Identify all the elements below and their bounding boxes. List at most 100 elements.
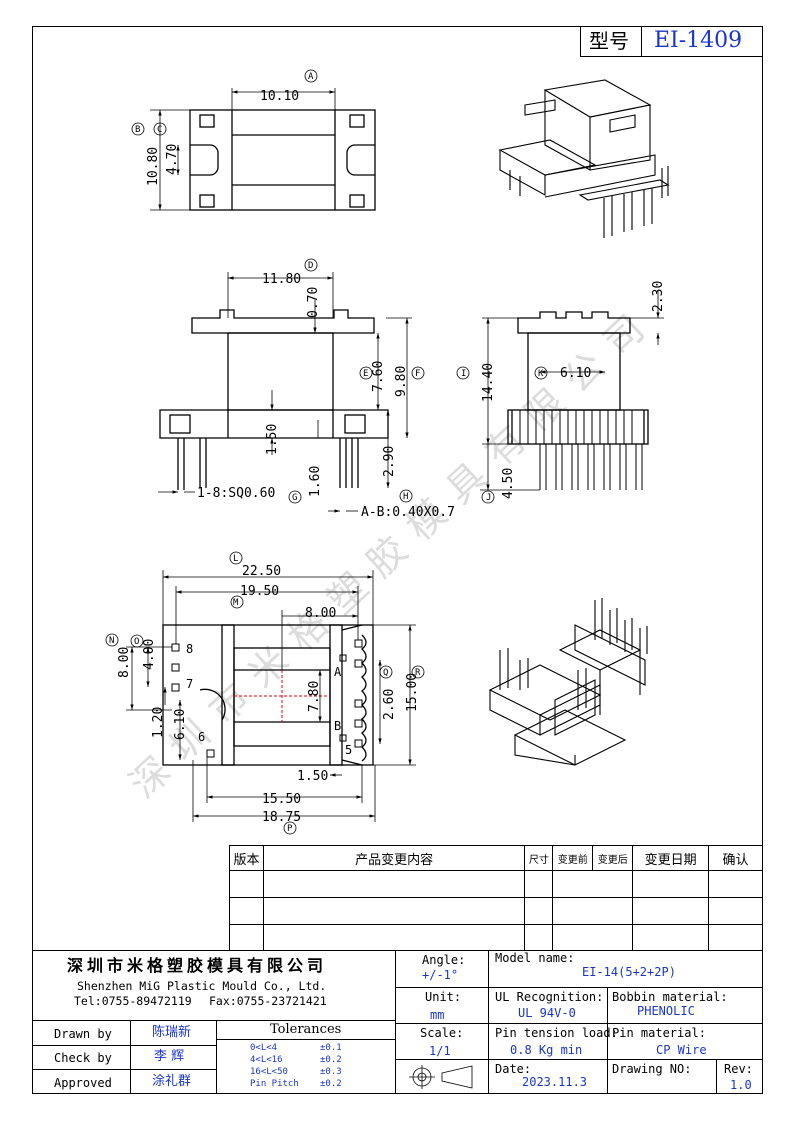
- dim-win: 7.80: [307, 681, 322, 712]
- scale-value: 1/1: [429, 1044, 451, 1058]
- rev-header-date: 变更日期: [632, 845, 710, 871]
- top-view: [189, 109, 376, 211]
- dim-flange: 0.70: [306, 287, 321, 318]
- pin-label-6: 6: [198, 730, 205, 744]
- rev-row: [229, 870, 763, 898]
- svg-text:K: K: [538, 369, 544, 379]
- drawing-frame: [32, 26, 763, 1094]
- dim-slot: 1.50: [297, 769, 328, 784]
- company-fax: Fax:0755-23721421: [209, 994, 327, 1008]
- svg-text:A: A: [308, 72, 314, 82]
- title-block: 深圳市米格塑胶模具有限公司 Shenzhen MiG Plastic Mould…: [32, 950, 763, 1094]
- svg-text:H: H: [403, 492, 408, 502]
- date-value: 2023.11.3: [522, 1075, 588, 1089]
- type-label: 型号: [589, 29, 629, 53]
- svg-text:P: P: [287, 824, 293, 834]
- bobbin-material-value: PHENOLIC: [637, 1004, 695, 1018]
- dim-i: 14.40: [481, 363, 496, 402]
- rev-header-dimension: 尺寸: [524, 845, 554, 871]
- company-name-en: Shenzhen MiG Plastic Mould Co., Ltd.: [77, 979, 327, 993]
- dim-w1: 15.50: [262, 792, 301, 807]
- projection-symbol: [409, 1065, 473, 1089]
- tol-range-0: 0<L<4: [250, 1043, 278, 1053]
- rev-label: Rev:: [724, 1062, 753, 1076]
- callout-g: G: [288, 490, 302, 504]
- dim-k: 6.10: [560, 366, 591, 381]
- callout-h: H: [399, 489, 413, 503]
- model-name-value: EI-14(5+2+2P): [582, 965, 676, 979]
- approved-name: 涂礼群: [152, 1074, 192, 1089]
- tol-value-0: ±0.1: [320, 1043, 342, 1053]
- company-name-cn: 深圳市米格塑胶模具有限公司: [67, 956, 328, 975]
- model-number: EI-1409: [654, 28, 743, 53]
- tol-range-3: Pin Pitch: [250, 1079, 299, 1089]
- svg-text:Q: Q: [383, 668, 388, 678]
- tol-range-1: 4<L<16: [250, 1055, 283, 1065]
- dim-p2: 6.10: [173, 709, 188, 740]
- scale-label: Scale:: [420, 1026, 464, 1040]
- approved-label: Approved: [54, 1076, 112, 1090]
- tol-range-2: 16<L<50: [250, 1067, 288, 1077]
- angle-label: Angle:: [422, 953, 466, 967]
- unit-label: Unit:: [425, 990, 462, 1004]
- svg-text:C: C: [157, 125, 162, 135]
- tolerances-title: Tolerances: [270, 1022, 342, 1037]
- svg-text:B: B: [135, 125, 140, 135]
- dim-base: 1.50: [265, 424, 280, 455]
- callout-q: Q: [379, 665, 393, 679]
- dim-e: 7.60: [371, 361, 386, 392]
- pin-material-value: CP Wire: [656, 1043, 707, 1057]
- dim-p1: 1.20: [151, 707, 166, 738]
- tol-value-1: ±0.2: [320, 1055, 342, 1065]
- rev-header-after: 变更后: [592, 845, 634, 871]
- bobbin-material-label: Bobbin material:: [612, 990, 728, 1004]
- tol-value-2: ±0.3: [320, 1067, 342, 1077]
- revision-table: 版本 产品变更内容 尺寸 变更前 变更后 变更日期 确认: [229, 845, 763, 951]
- svg-text:L: L: [233, 554, 238, 564]
- dim-r: 15.00: [405, 673, 420, 712]
- pin-label-8: 8: [186, 642, 193, 656]
- check-by-name: 李 辉: [154, 1049, 185, 1064]
- model-name-label: Model name:: [495, 951, 575, 965]
- rev-header-before: 变更前: [552, 845, 594, 871]
- callout-o: O: [130, 634, 144, 648]
- pin-label-7: 7: [186, 677, 193, 691]
- front-view: [159, 309, 389, 490]
- dim-pin-spec: 1-8:SQ0.60: [197, 486, 275, 501]
- callout-r: R: [411, 665, 425, 679]
- callout-n: N: [105, 633, 119, 647]
- callout-m: M: [230, 595, 244, 609]
- date-label: Date:: [495, 1062, 532, 1076]
- technical-drawing: 深圳市米格塑胶模具有限公司: [105, 69, 670, 835]
- callout-c: C: [153, 122, 167, 136]
- callout-k: K: [534, 366, 548, 380]
- callout-b: B: [131, 122, 145, 136]
- svg-text:I: I: [461, 369, 466, 379]
- callout-p: P: [283, 821, 297, 835]
- svg-text:D: D: [308, 261, 313, 271]
- dim-m: 19.50: [240, 584, 279, 599]
- dim-o: 4.00: [142, 639, 157, 670]
- dim-l: 22.50: [242, 564, 281, 579]
- svg-text:F: F: [415, 369, 420, 379]
- svg-text:J: J: [486, 493, 491, 503]
- isometric-view-bottom: [488, 598, 648, 766]
- ul-label: UL Recognition:: [495, 990, 604, 1004]
- svg-text:E: E: [363, 369, 368, 379]
- svg-text:N: N: [109, 636, 114, 646]
- angle-value: +/-1°: [422, 968, 459, 982]
- callout-i: I: [456, 366, 470, 380]
- dim-g: 1.60: [308, 466, 323, 497]
- rev-row: [229, 924, 763, 951]
- callout-a: A: [304, 69, 318, 83]
- callout-l: L: [229, 551, 243, 565]
- dim-top-gap: 2.30: [651, 281, 666, 312]
- svg-text:O: O: [134, 637, 139, 647]
- callout-f: F: [411, 366, 425, 380]
- drawn-by-name: 陈瑞新: [152, 1025, 192, 1040]
- tension-value: 0.8 Kg min: [510, 1043, 583, 1057]
- dim-n: 8.00: [117, 647, 132, 678]
- callout-d: D: [304, 258, 318, 272]
- callout-e: E: [359, 366, 373, 380]
- company-tel: Tel:0755-89472119: [74, 994, 192, 1008]
